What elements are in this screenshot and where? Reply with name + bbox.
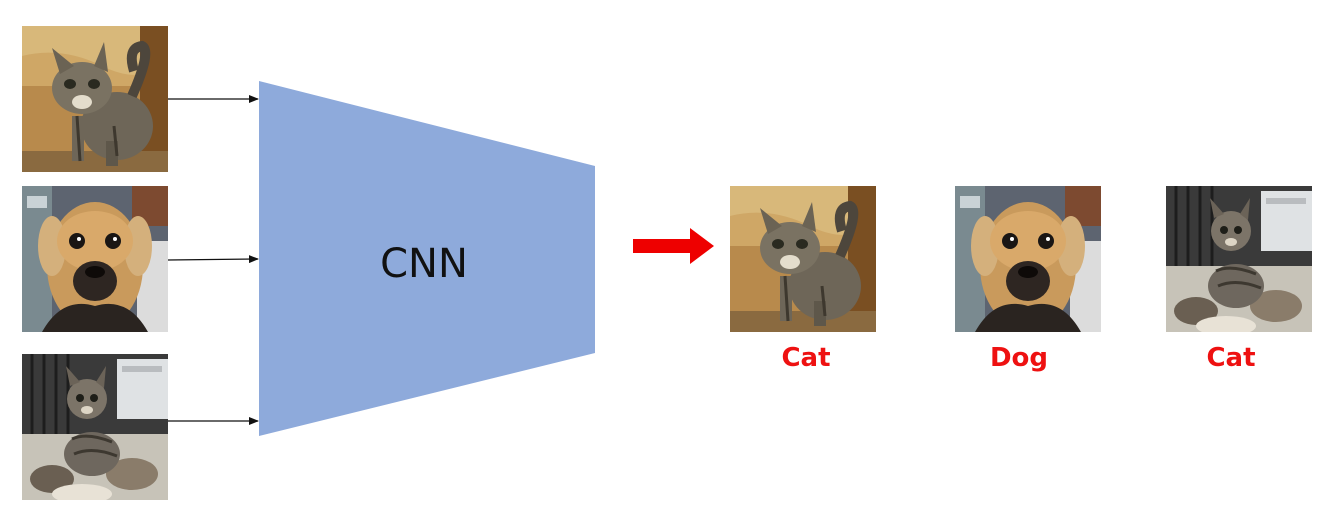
cnn-model-block: CNN (259, 81, 595, 436)
output-label-cat: Cat (781, 343, 830, 373)
input-connectors (167, 95, 259, 425)
output-label-kitten: Cat (1206, 343, 1255, 373)
connector-arrow (167, 255, 259, 264)
red-arrow-icon (633, 228, 714, 264)
output-results: Cat Dog Cat (730, 186, 1312, 373)
output-arrow (633, 228, 714, 264)
input-image-dog (22, 186, 168, 332)
input-image-cat (22, 26, 168, 172)
input-image-kitten (22, 354, 168, 500)
output-label-dog: Dog (990, 343, 1048, 373)
cnn-label: CNN (380, 241, 468, 287)
input-images (22, 26, 168, 500)
output-image-cat (730, 186, 876, 332)
output-image-dog (955, 186, 1101, 332)
cnn-trapezoid (259, 81, 595, 436)
output-image-kitten (1166, 186, 1312, 332)
